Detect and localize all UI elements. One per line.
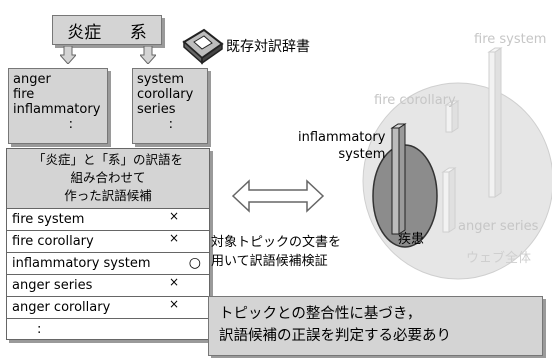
label-line: system — [338, 147, 386, 162]
list-item: corollary — [137, 87, 194, 102]
bar-anger-series — [441, 167, 457, 233]
accept-mark: ○ — [188, 255, 201, 271]
topic-circle-label: 疾患 — [398, 232, 425, 247]
list-item: anger — [13, 72, 51, 87]
translation-list-right: system corollary series : — [132, 68, 208, 144]
dictionary-label: 既存対訳辞書 — [226, 39, 310, 55]
header-line: 組み合わせて — [70, 170, 146, 185]
label-anger-series: anger series — [458, 219, 539, 234]
list-item-ellipsis: : — [168, 117, 173, 132]
term-left: 炎症 — [67, 22, 102, 43]
candidate-label: fire system — [12, 212, 85, 227]
table-row: inflammatory system ○ — [7, 253, 209, 275]
source-term-box: 炎症 系 — [52, 15, 162, 45]
list-item: series — [137, 102, 176, 117]
translation-list-left: anger fire inflammatory : — [8, 68, 108, 144]
table-row: : — [7, 319, 209, 339]
dictionary-book-icon — [182, 28, 224, 65]
down-arrow-right — [140, 46, 156, 64]
verification-text: 対象トピックの文書を 用いて訳語候補検証 — [211, 233, 341, 271]
reject-mark: × — [168, 231, 179, 245]
reject-mark: × — [168, 275, 179, 289]
bar-inflammatory-system — [390, 123, 407, 235]
web-circle-label: ウェブ全体 — [466, 251, 532, 266]
note-box: トピックとの整合性に基づき， 訳語候補の正誤を判定する必要あり — [208, 296, 543, 356]
list-item: system — [137, 72, 184, 87]
note-line: トピックとの整合性に基づき， — [219, 306, 422, 322]
label-fire-system: fire system — [474, 32, 547, 47]
bar-fire-system — [487, 47, 503, 198]
double-arrow-icon — [231, 179, 325, 213]
header-line: 「炎症」と「系」の訳語を — [32, 152, 183, 167]
candidate-table-header: 「炎症」と「系」の訳語を 組み合わせて 作った訳語候補 — [7, 149, 209, 209]
down-arrow-left — [60, 46, 76, 64]
reject-mark: × — [168, 297, 179, 311]
note-line: 訳語候補の正誤を判定する必要あり — [219, 328, 451, 344]
label-fire-corollary: fire corollary — [374, 93, 456, 108]
label-line: inflammatory — [298, 130, 386, 145]
reject-mark: × — [168, 209, 179, 223]
text-line: 対象トピックの文書を — [211, 235, 342, 250]
table-row: fire corollary × — [7, 231, 209, 253]
list-item: fire — [13, 87, 35, 102]
list-item: inflammatory — [13, 102, 101, 117]
table-row: fire system × — [7, 209, 209, 231]
text-line: 用いて訳語候補検証 — [211, 254, 328, 269]
candidate-label: inflammatory system — [12, 256, 151, 271]
label-inflammatory-system: inflammatory system — [298, 129, 385, 163]
bar-fire-corollary — [444, 100, 460, 133]
list-item-ellipsis: : — [68, 117, 73, 132]
table-row: anger corollary × — [7, 297, 209, 319]
header-line: 作った訳語候補 — [64, 188, 152, 203]
candidate-table: 「炎症」と「系」の訳語を 組み合わせて 作った訳語候補 fire system … — [6, 148, 210, 340]
table-row: anger series × — [7, 275, 209, 297]
candidate-label: anger corollary — [12, 300, 111, 315]
candidate-ellipsis: : — [37, 322, 42, 337]
term-right: 系 — [129, 22, 147, 43]
candidate-label: anger series — [12, 278, 93, 293]
candidate-label: fire corollary — [12, 234, 94, 249]
